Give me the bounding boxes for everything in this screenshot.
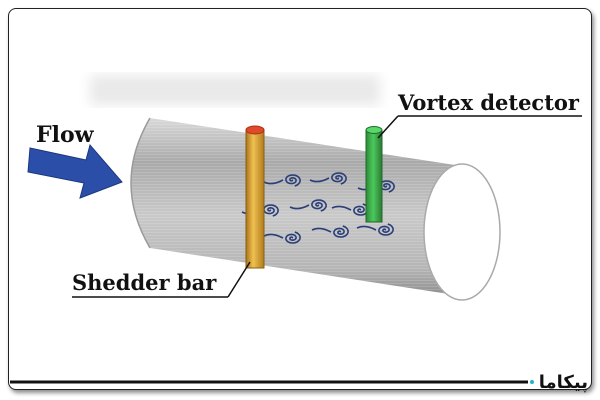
vortex-swirl xyxy=(311,225,349,238)
brand-logo: پیکاما xyxy=(539,372,588,393)
pipe-glow xyxy=(90,75,380,105)
vortex-swirl xyxy=(263,174,301,187)
vortex-detector xyxy=(365,126,383,223)
vortex-swirl xyxy=(263,231,301,244)
vortex-swirl xyxy=(289,199,327,212)
vortex-swirl xyxy=(309,172,347,185)
pipe-outlet-opening xyxy=(423,163,501,301)
brand-dot xyxy=(530,380,534,384)
shedder-bar-label: Shedder bar xyxy=(72,270,217,295)
shedder-bar-cap xyxy=(245,125,265,135)
vortex-detector-cap xyxy=(365,126,383,134)
pipe-texture xyxy=(131,118,455,295)
vortex-detector-body xyxy=(365,129,383,223)
vortex-swirl xyxy=(356,223,394,236)
shedder-bar-body xyxy=(245,129,265,269)
flow-arrow-icon xyxy=(27,143,123,199)
vortex-swirl xyxy=(331,203,369,216)
shedder-bar-leader xyxy=(227,261,251,298)
shedder-bar xyxy=(245,125,265,269)
flow-arrow xyxy=(27,143,123,199)
flow-label: Flow xyxy=(36,122,95,148)
vortex-detector-label: Vortex detector xyxy=(397,90,580,115)
pipe-inlet-edge xyxy=(130,117,151,249)
vortex-detector-leader xyxy=(377,115,399,139)
